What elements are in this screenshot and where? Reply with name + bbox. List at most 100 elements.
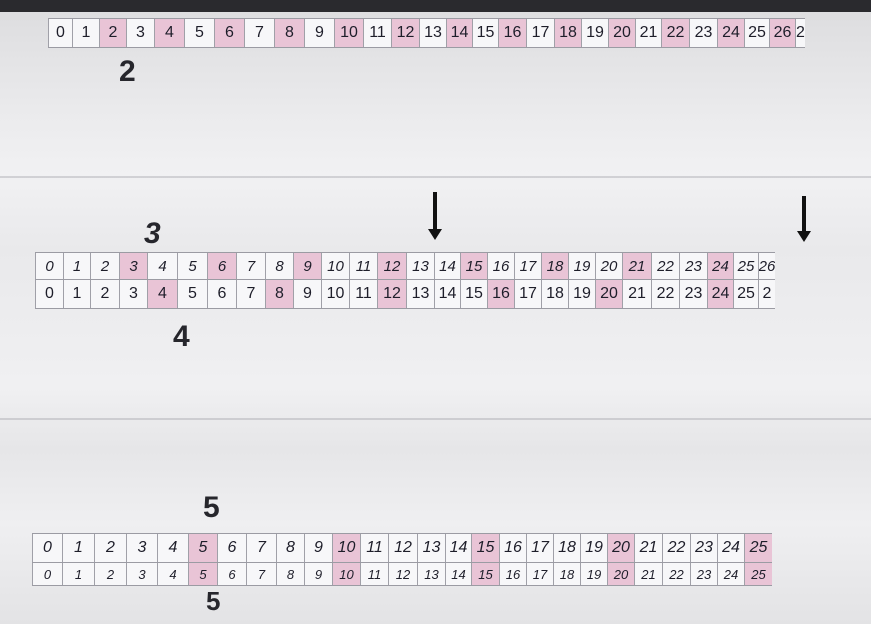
strip-cell: 15 [460,253,487,279]
strip-cell: 12 [388,563,417,585]
strip-cell: 8 [265,253,293,279]
strip-cell: 0 [32,534,62,562]
strip-cell: 10 [334,19,363,47]
strip-cell: 10 [332,534,360,562]
strip-cell: 24 [707,253,733,279]
strip-cell: 9 [304,534,332,562]
strip-cell: 20 [595,280,622,308]
strip-cell: 4 [157,534,188,562]
strip-cell: 3 [119,280,147,308]
strip-cell: 25 [744,534,772,562]
strip-cell: 8 [276,534,304,562]
strip-cell: 7 [244,19,274,47]
strip-label-5-bottom: 5 [206,588,220,614]
strip-cell: 26 [769,19,795,47]
strip-cell: 5 [188,563,217,585]
strip-cell: 8 [274,19,304,47]
strip-cell: 24 [717,563,744,585]
strip-cell: 4 [154,19,184,47]
strip-cell: 9 [304,19,334,47]
strip-cell: 3 [126,534,157,562]
strip-cell: 6 [217,534,246,562]
strip-cell: 7 [236,280,265,308]
arrow-down-icon [802,196,806,232]
strip-cell: 2 [795,19,805,47]
strip-cell: 16 [487,253,514,279]
strip-cell: 9 [293,280,321,308]
strip-label-3: 3 [144,219,161,249]
strip-label-5-top: 5 [203,493,220,523]
strip-cell: 22 [651,253,679,279]
strip-cell: 17 [526,534,553,562]
strip-cell: 17 [526,19,554,47]
strip-cell: 8 [276,563,304,585]
strip-cell: 18 [541,253,568,279]
strip-cell: 16 [487,280,514,308]
strip-cell: 1 [63,280,90,308]
strip-cell: 19 [580,534,607,562]
strip-cell: 2 [758,280,775,308]
strip-cell: 19 [568,280,595,308]
strip-cell: 18 [553,563,580,585]
strip-cell: 10 [321,253,349,279]
strip-cell: 21 [634,534,662,562]
strip-cell: 19 [580,563,607,585]
strip-cell: 24 [717,534,744,562]
strip-cell: 12 [388,534,417,562]
strip-cell: 9 [304,563,332,585]
strip-cell: 17 [526,563,553,585]
strip-cell: 20 [595,253,622,279]
top-dark-edge [0,0,871,12]
strip-cell: 25 [744,563,772,585]
strip-label-2: 2 [119,57,136,87]
strip-cell: 16 [499,534,526,562]
strip-cell: 14 [434,253,460,279]
strip-cell: 12 [391,19,419,47]
strip-cell: 7 [236,253,265,279]
strip-cell: 17 [514,253,541,279]
strip-cell: 6 [214,19,244,47]
strip-cell: 7 [246,563,276,585]
strip-cell: 24 [717,19,744,47]
strip-cell: 20 [607,534,634,562]
strip-cell: 20 [607,563,634,585]
strip-cell: 16 [499,563,526,585]
arrow-down-icon [433,192,437,230]
strip-cell: 0 [35,280,63,308]
strip-cell: 5 [177,280,207,308]
strip-cell: 24 [707,280,733,308]
strip-cell: 9 [293,253,321,279]
strip-cell: 21 [622,280,651,308]
strip-cell: 4 [147,280,177,308]
strip-cell: 0 [35,253,63,279]
strip-cell: 23 [679,253,707,279]
strip-cell: 2 [90,280,119,308]
strip-cell: 23 [679,280,707,308]
strip-cell: 10 [321,280,349,308]
strip-cell: 25 [744,19,769,47]
strip-cell: 2 [94,534,126,562]
strip-cell: 3 [126,563,157,585]
strip-cell: 18 [553,534,580,562]
strip-cell: 12 [377,253,406,279]
strip-cell: 13 [417,563,445,585]
strip-cell: 5 [188,534,217,562]
strip-cell: 16 [498,19,526,47]
strip-cell: 15 [472,19,498,47]
strip-cell: 1 [72,19,99,47]
strip-cell: 5 [184,19,214,47]
strip-cell: 10 [332,563,360,585]
strip-cell: 6 [217,563,246,585]
strip-cell: 19 [568,253,595,279]
strip-cell: 1 [63,253,90,279]
strip-cell: 21 [635,19,661,47]
strip-cell: 13 [417,534,445,562]
strip-cell: 25 [733,253,758,279]
strip-cell: 15 [471,534,499,562]
